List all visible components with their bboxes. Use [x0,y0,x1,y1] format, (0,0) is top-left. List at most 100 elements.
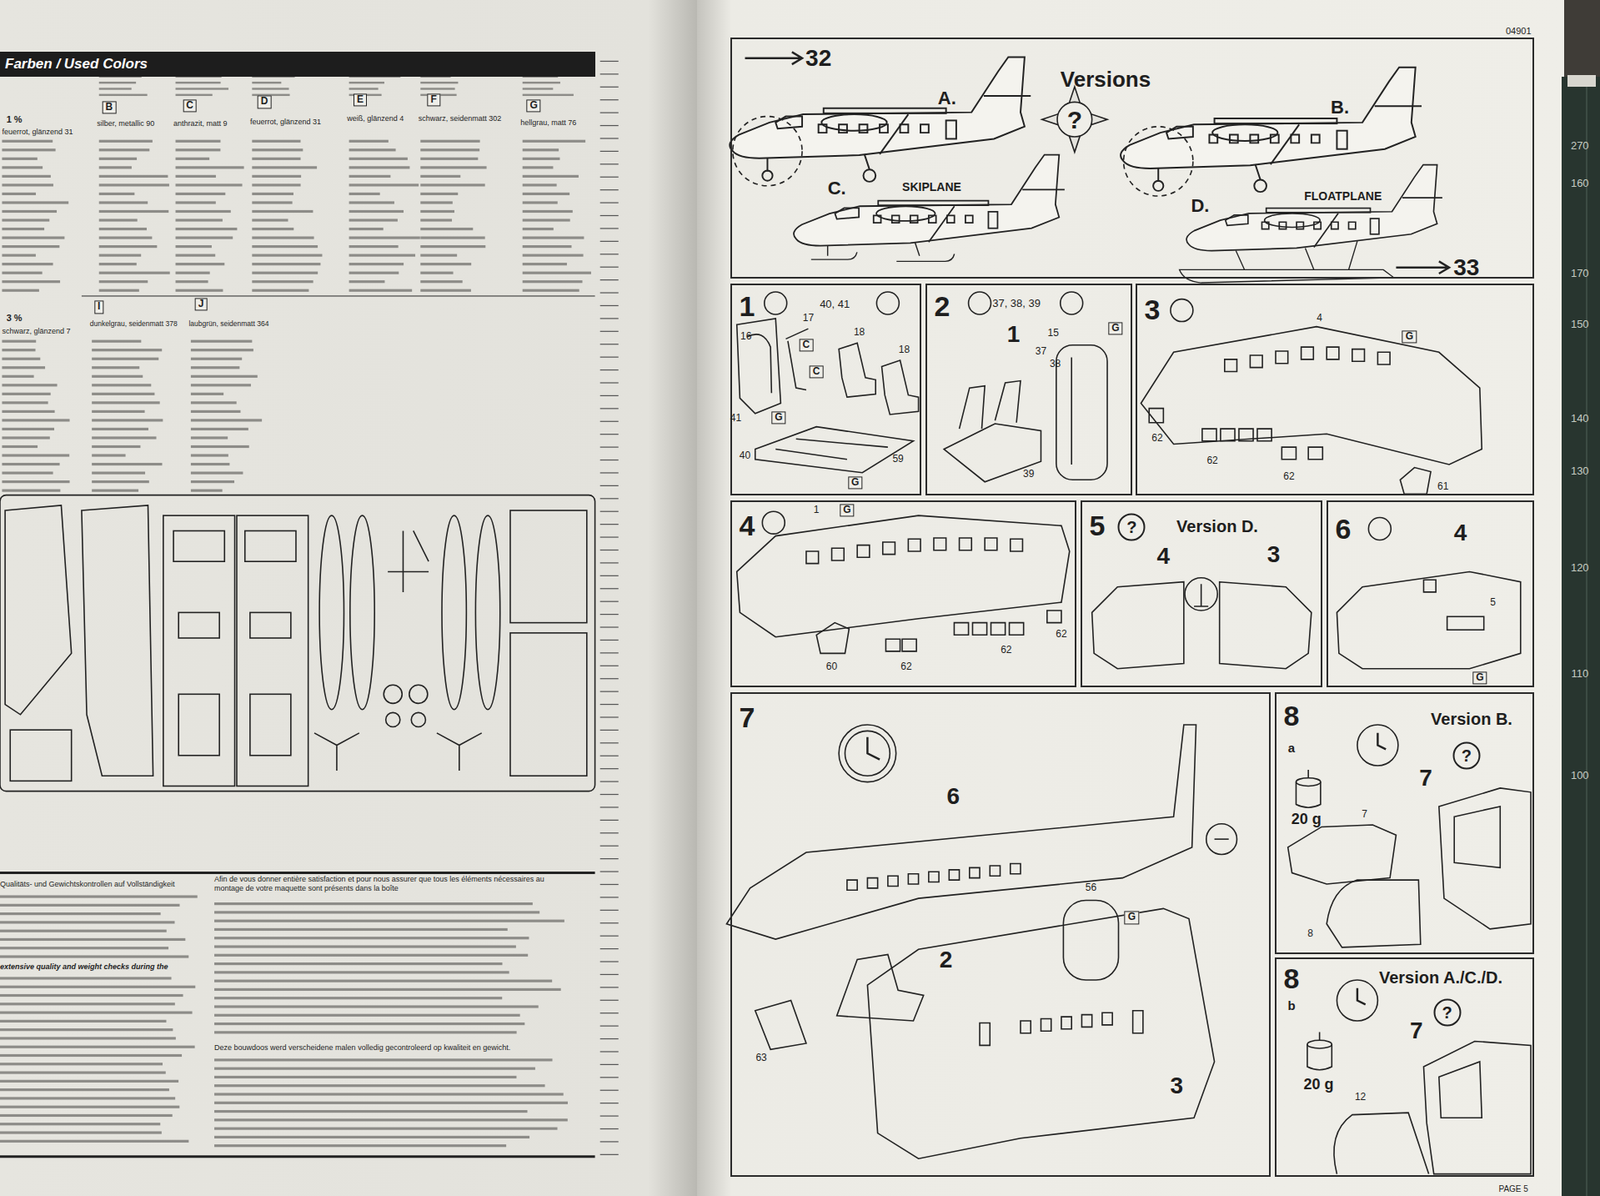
text-line [1,218,50,221]
margin-tick [600,356,619,358]
color-code-tag: C [799,338,814,352]
margin-tick [600,536,619,537]
drawing-path [1148,408,1323,460]
text-line [0,912,161,915]
text-line [349,81,385,84]
text-line [1,436,50,439]
drawing-path [882,360,919,415]
margin-tick [600,986,619,988]
text-line [214,1135,530,1139]
drawing-path [755,426,914,473]
text-line [99,175,169,178]
text-line [349,289,413,292]
text-line [1,462,60,466]
version-name: FLOATPLANE [1304,190,1382,204]
drawing-circle [1206,823,1238,855]
margin-tick [600,755,619,757]
color-name: weiß, glänzend 4 [346,115,404,124]
text-line [91,480,150,483]
text-line [1,245,60,248]
margin-tick [600,150,619,152]
color-code-tag: B [102,100,117,114]
step-number: 5 [1089,510,1106,542]
text-line [349,183,420,186]
margin-tick [600,511,619,512]
drawing-rect [10,729,71,781]
margin-tick [600,1128,619,1129]
text-line [214,1004,539,1008]
text-line [190,489,223,492]
text-line [1,262,53,266]
text-line [420,140,480,143]
text-line [175,218,223,221]
text-line [214,1030,517,1034]
text-line [420,87,455,90]
margin-tick [600,947,619,949]
color-code-tag: G [771,411,786,424]
drawing-rect [1447,616,1485,630]
drawing-path [1423,1040,1531,1174]
drawing-path [1319,1031,1321,1040]
section-heading: Farben / Used Colors [5,56,148,73]
margin-tick [600,471,619,473]
text-line [175,235,234,239]
text-line [175,87,230,90]
callout-number: 15 [1047,328,1059,340]
drawing-rect [1561,76,1600,1196]
drawing-rect [0,0,698,1196]
panel-heading: Version D. [1176,516,1259,536]
callout-number: 56 [1085,882,1097,893]
drawing-path [867,737,880,760]
step-panel: 8bVersion A./C./D. [1274,957,1535,1177]
callout-number: 40, 41 [819,298,850,311]
text-line [1,401,48,404]
margin-tick [600,459,619,461]
callout-number: 32 [805,45,832,71]
drawing-g [793,155,1065,262]
text-line [1,271,42,275]
text-line [175,254,216,257]
text-line [99,254,141,257]
margin-tick [600,691,619,693]
margin-tick [600,1153,619,1155]
text-line [420,245,486,248]
margin-tick [600,587,619,589]
text-line [214,1058,552,1061]
drawing-path [1326,879,1421,948]
margin-tick [600,1063,619,1065]
callout-number: 62 [1055,629,1067,641]
text-line [214,1067,536,1070]
margin-tick [600,407,619,409]
margin-tick [600,163,619,165]
color-code-tag: J [195,297,208,311]
step-number: 3 [1144,294,1161,326]
text-line [349,165,411,169]
callout-number: 60 [826,662,838,673]
drawing-path [726,724,1196,939]
text-line [522,289,580,292]
drawing-path [1399,467,1431,495]
drawing-circle [1357,724,1399,766]
text-line [420,165,487,169]
text-line [99,148,151,151]
drawing-use [729,57,1031,159]
text-line [0,954,189,958]
drawing-path [1439,787,1531,929]
text-line [0,894,198,898]
text-line [190,436,228,439]
text-line [214,910,540,913]
text-line [0,1105,180,1109]
text-line [1,453,70,457]
text-line [214,919,565,923]
margin-tick [600,716,619,718]
text-line [522,245,572,248]
text-line [91,453,126,457]
text-line [349,148,397,151]
text-line [175,192,226,196]
callout-number: 12 [1354,1091,1366,1103]
text-line [91,357,159,361]
text-line [522,148,559,151]
sprue-sheet [0,495,596,792]
text-line [522,210,573,213]
panel-heading: a [1288,741,1295,756]
